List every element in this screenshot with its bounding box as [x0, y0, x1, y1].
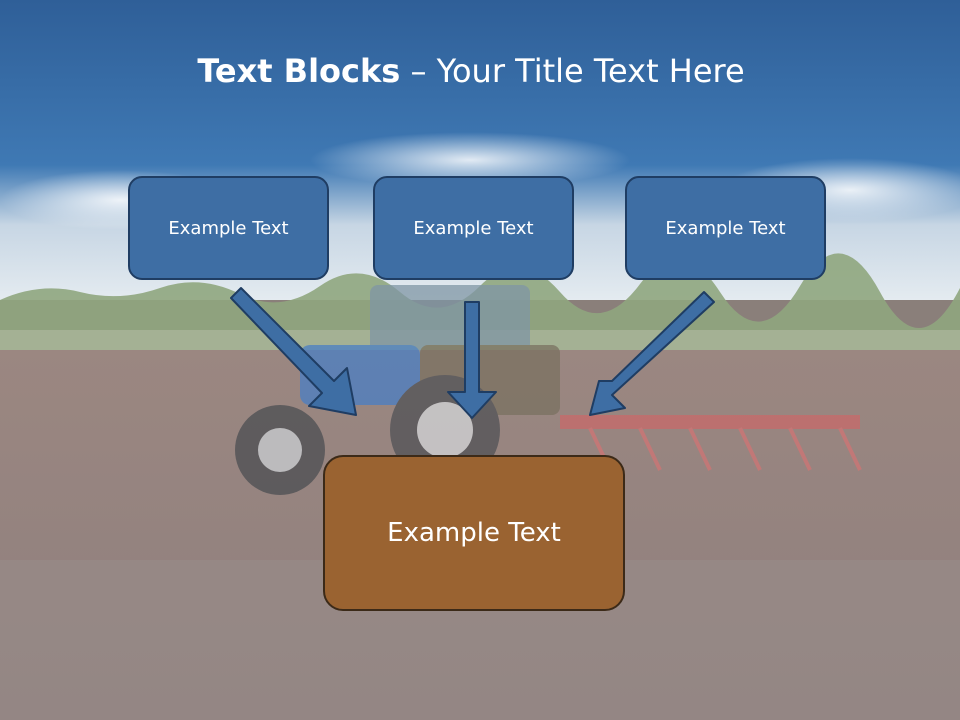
text-block-2[interactable]: Example Text — [373, 176, 574, 280]
center-text-block[interactable]: Example Text — [323, 455, 625, 611]
slide-title: Text Blocks – Your Title Text Here — [0, 52, 942, 90]
slide-title-bold: Text Blocks — [197, 52, 401, 90]
center-text-block-label: Example Text — [387, 518, 561, 548]
slide-title-rest: Your Title Text Here — [436, 52, 745, 90]
text-block-1[interactable]: Example Text — [128, 176, 329, 280]
text-block-2-label: Example Text — [413, 217, 534, 239]
text-block-1-label: Example Text — [168, 217, 289, 239]
arrow-left-diagonal — [230, 287, 357, 416]
text-block-3-label: Example Text — [665, 217, 786, 239]
arrow-center-down — [447, 301, 497, 419]
slide-title-dash: – — [400, 52, 437, 90]
arrow-right-diagonal — [589, 291, 715, 416]
text-block-3[interactable]: Example Text — [625, 176, 826, 280]
